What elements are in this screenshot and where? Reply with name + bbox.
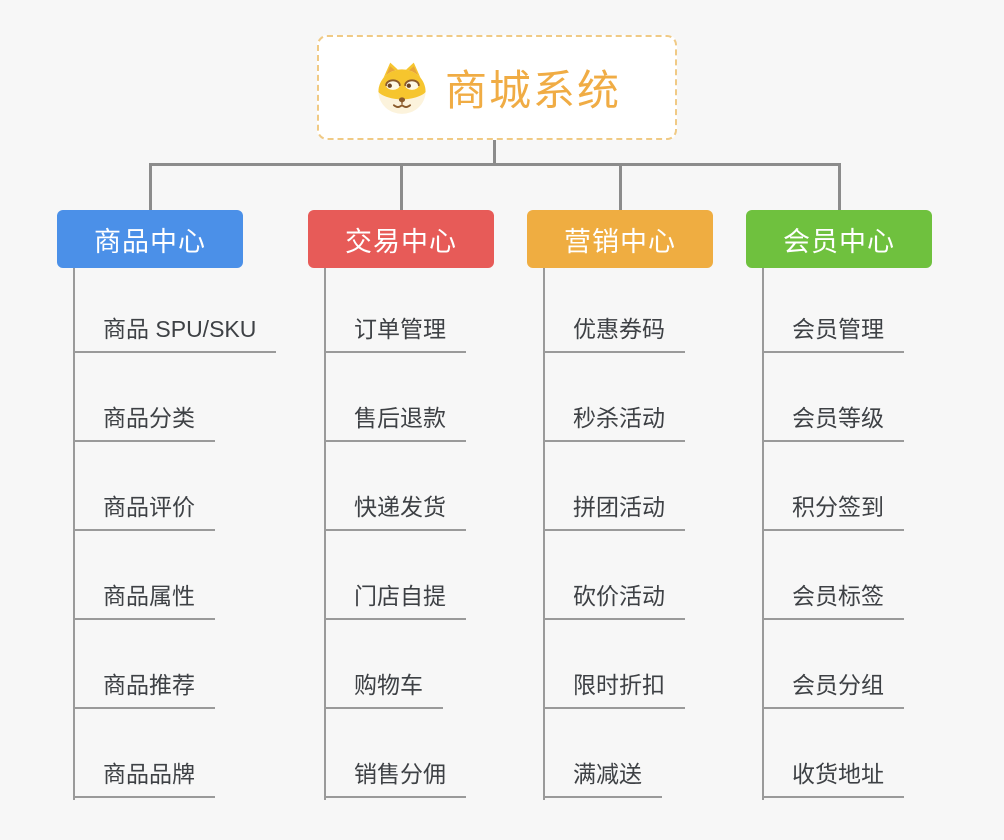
connector-branch-stub — [149, 163, 152, 210]
root-title: 商城系统 — [444, 67, 621, 114]
leaf-node[interactable]: 积分签到 — [762, 488, 904, 531]
leaf-node[interactable]: 销售分佣 — [324, 755, 466, 798]
leaf-node[interactable]: 会员分组 — [762, 666, 904, 709]
branch-header-2[interactable]: 交易中心 — [308, 210, 494, 268]
leaf-node[interactable]: 限时折扣 — [543, 666, 685, 709]
leaf-node[interactable]: 商品品牌 — [73, 755, 215, 798]
leaf-node[interactable]: 订单管理 — [324, 310, 466, 353]
leaf-node[interactable]: 秒杀活动 — [543, 399, 685, 442]
leaf-node[interactable]: 会员标签 — [762, 577, 904, 620]
branch-header-3[interactable]: 营销中心 — [527, 210, 713, 268]
connector-branch-stub — [619, 163, 622, 210]
leaf-node[interactable]: 商品推荐 — [73, 666, 215, 709]
leaf-node[interactable]: 拼团活动 — [543, 488, 685, 531]
branch-header-4[interactable]: 会员中心 — [746, 210, 932, 268]
leaf-node[interactable]: 收货地址 — [762, 755, 904, 798]
root-node[interactable]: 商城系统 — [317, 35, 677, 140]
branch-header-1[interactable]: 商品中心 — [57, 210, 243, 268]
connector-branch-trunk — [762, 268, 764, 800]
branch-column-3: 优惠券码秒杀活动拼团活动砍价活动限时折扣满减送 — [543, 268, 773, 802]
leaf-node[interactable]: 会员管理 — [762, 310, 904, 353]
branch-column-1: 商品 SPU/SKU 商品分类商品评价商品属性商品推荐商品品牌 — [73, 268, 303, 802]
leaf-node[interactable]: 售后退款 — [324, 399, 466, 442]
connector-branch-trunk — [324, 268, 326, 800]
connector-branch-stub — [838, 163, 841, 210]
connector-root-stem — [493, 140, 496, 164]
connector-horizontal-line — [149, 163, 841, 166]
leaf-node[interactable]: 购物车 — [324, 666, 443, 709]
connector-branch-stub — [400, 163, 403, 210]
leaf-node[interactable]: 会员等级 — [762, 399, 904, 442]
leaf-node[interactable]: 门店自提 — [324, 577, 466, 620]
branch-column-2: 订单管理售后退款快递发货门店自提购物车销售分佣 — [324, 268, 554, 802]
leaf-node[interactable]: 砍价活动 — [543, 577, 685, 620]
leaf-node[interactable]: 商品属性 — [73, 577, 215, 620]
connector-branch-trunk — [543, 268, 545, 800]
leaf-node[interactable]: 优惠券码 — [543, 310, 685, 353]
leaf-node[interactable]: 商品分类 — [73, 399, 215, 442]
leaf-node[interactable]: 商品 SPU/SKU — [73, 310, 277, 353]
leaf-node[interactable]: 快递发货 — [324, 488, 466, 531]
branch-column-4: 会员管理会员等级积分签到会员标签会员分组收货地址 — [762, 268, 992, 802]
leaf-node[interactable]: 满减送 — [543, 755, 662, 798]
leaf-node[interactable]: 商品评价 — [73, 488, 215, 531]
shiba-dog-icon — [373, 59, 431, 117]
connector-branch-trunk — [73, 268, 75, 800]
